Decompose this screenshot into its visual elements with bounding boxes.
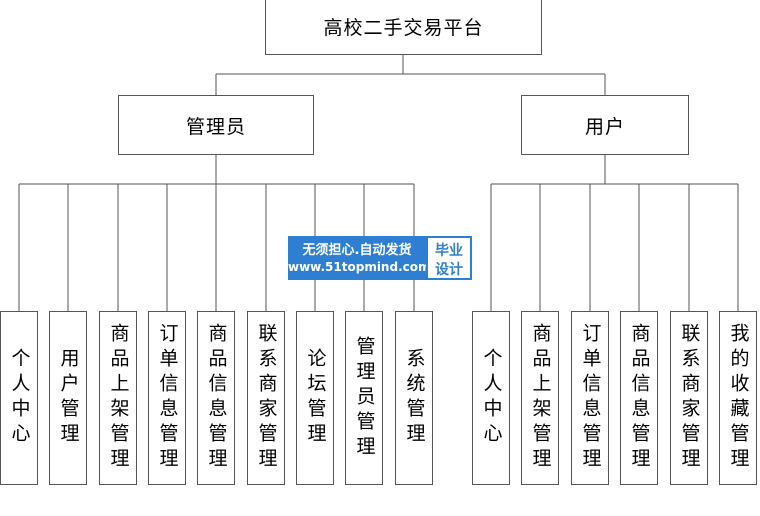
leaf-label: 商品上架管理 <box>107 323 130 473</box>
user-node: 用户 <box>521 95 689 155</box>
admin-leaf-product-listing: 商品上架管理 <box>99 311 137 485</box>
admin-leaf-forum: 论坛管理 <box>296 311 334 485</box>
watermark-badge-line2: 设计 <box>435 262 463 278</box>
leaf-label: 个人中心 <box>480 348 503 448</box>
watermark-url: www.51topmind.com <box>288 260 431 274</box>
leaf-label: 管理员管理 <box>353 335 376 461</box>
leaf-label: 用户管理 <box>57 348 80 448</box>
user-leaf-product-listing: 商品上架管理 <box>521 311 559 485</box>
user-leaf-product-info: 商品信息管理 <box>620 311 658 485</box>
user-leaf-favorites: 我的收藏管理 <box>719 311 757 485</box>
leaf-label: 订单信息管理 <box>579 323 602 473</box>
leaf-label: 系统管理 <box>403 348 426 448</box>
leaf-label: 订单信息管理 <box>156 323 179 473</box>
admin-node-label: 管理员 <box>185 115 246 138</box>
root-node: 高校二手交易平台 <box>265 0 542 55</box>
leaf-label: 联系商家管理 <box>255 323 278 473</box>
admin-leaf-system: 系统管理 <box>395 311 433 485</box>
leaf-label: 商品信息管理 <box>205 323 228 473</box>
user-node-label: 用户 <box>584 115 625 138</box>
admin-leaf-user-management: 用户管理 <box>49 311 87 485</box>
leaf-label: 商品信息管理 <box>628 323 651 473</box>
user-leaf-order-info: 订单信息管理 <box>571 311 609 485</box>
leaf-label: 论坛管理 <box>304 348 327 448</box>
admin-leaf-personal-center: 个人中心 <box>0 311 38 485</box>
watermark: 无须担心.自动发货 www.51topmind.com 毕业 设计 <box>288 236 472 280</box>
user-leaf-personal-center: 个人中心 <box>472 311 510 485</box>
leaf-label: 个人中心 <box>8 348 31 448</box>
watermark-banner: 无须担心.自动发货 www.51topmind.com <box>288 236 431 280</box>
leaf-label: 商品上架管理 <box>529 323 552 473</box>
leaf-label: 我的收藏管理 <box>727 323 750 473</box>
admin-node: 管理员 <box>118 95 314 155</box>
admin-leaf-order-info: 订单信息管理 <box>148 311 186 485</box>
watermark-badge-line1: 毕业 <box>435 243 463 259</box>
admin-leaf-product-info: 商品信息管理 <box>197 311 235 485</box>
admin-leaf-admin-management: 管理员管理 <box>345 311 383 485</box>
watermark-slogan: 无须担心.自动发货 <box>302 243 412 258</box>
watermark-badge: 毕业 设计 <box>426 236 472 280</box>
leaf-label: 联系商家管理 <box>678 323 701 473</box>
root-node-label: 高校二手交易平台 <box>323 17 484 39</box>
admin-leaf-contact-seller: 联系商家管理 <box>247 311 285 485</box>
user-leaf-contact-seller: 联系商家管理 <box>670 311 708 485</box>
